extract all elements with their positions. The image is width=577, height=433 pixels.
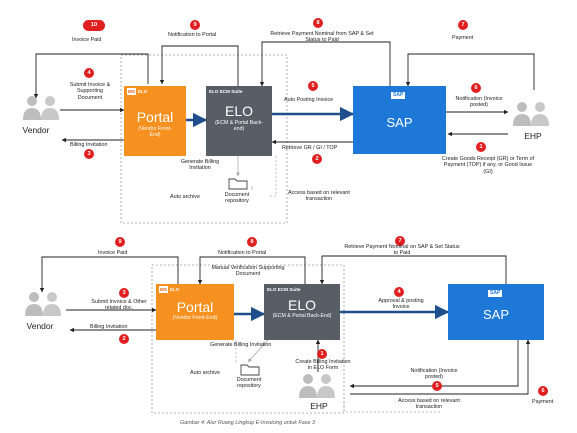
step-badge-b3: 3 — [119, 288, 129, 298]
access-label-top: Access based on relevant transaction — [288, 190, 350, 203]
step-label-b-submit-invoice: Submit Invoice & Other related doc. — [91, 299, 147, 312]
sap-box-bottom: SAP SAP — [448, 284, 544, 340]
elo-subtitle: (ECM & Portal Back-end) — [215, 120, 263, 133]
portal-title-bottom: Portal — [176, 299, 214, 315]
auto-archive-label-top: Auto archive — [170, 194, 200, 200]
step-badge-b5: 5 — [432, 381, 442, 391]
step-badge-4: 4 — [84, 68, 94, 78]
auto-archive-label-bottom: Auto archive — [190, 370, 220, 376]
step-label-create-gr: Create Goods Receipt (GR) or Term of Pay… — [441, 156, 535, 175]
sap-box-top: SAP SAP — [353, 86, 446, 154]
step-label-payment: Payment — [452, 35, 474, 41]
step-label-notification-posted: Notification (Invoice posted) — [455, 96, 503, 109]
sap-title: SAP — [386, 115, 413, 130]
step-badge-b4: 4 — [394, 287, 404, 297]
step-badge-b9: 9 — [115, 237, 125, 247]
step-label-submit-invoice: Submit Invoice & Supporting Document — [69, 82, 111, 101]
step-label-b-notification-portal: Notification to Portal — [218, 250, 267, 256]
step-label-b-retrieve-payment: Retrieve Payment Nominal on SAP & Set St… — [344, 244, 460, 257]
step-label-invoice-paid: Invoice Paid — [72, 37, 102, 43]
folder-icon — [228, 178, 248, 190]
step-label-auto-posting: Auto Posting Invoice — [284, 97, 334, 103]
step-label-b-notification-posted: Notification (Invoice posted) — [410, 368, 458, 381]
elo-title: ELO — [224, 103, 253, 119]
access-label-bottom: Access based on relevant transaction — [398, 398, 460, 411]
step-label-b-approval: Approval & posting Invoice — [378, 298, 424, 311]
step-badge-b1: 1 — [317, 349, 327, 359]
step-badge-5: 5 — [308, 81, 318, 91]
sap-logo-bottom: SAP — [488, 290, 503, 297]
step-badge-b2: 2 — [119, 334, 129, 344]
generate-billing-label-top: Generate Billing Invitation — [180, 159, 220, 172]
step-badge-9: 9 — [190, 20, 200, 30]
vendor-label-top: Vendor — [22, 125, 50, 135]
figure-caption: Gambar 4: Alur Ruang Lingkup E-Invoicing… — [180, 420, 315, 426]
generate-billing-label-bottom: Generate Billing Invitation — [210, 342, 272, 348]
step-badge-6: 6 — [471, 83, 481, 93]
step-label-notification-portal: Notification to Portal — [168, 32, 217, 38]
step-label-billing-invitation: Billing Invitation — [70, 142, 108, 148]
elo-title-bottom: ELO — [287, 297, 316, 313]
repository-label-top: Document repository — [224, 192, 250, 205]
vendor-people-icon — [23, 96, 59, 120]
portal-title: Portal — [136, 109, 174, 125]
step-label-b-invoice-paid: Invoice Paid — [98, 250, 128, 256]
ehp-label-top: EHP — [524, 131, 542, 141]
elo-header-bottom: ELO ECM Suite — [267, 287, 301, 292]
step-badge-b6: 6 — [538, 386, 548, 396]
elo-header: ELO ECM Suite — [209, 89, 243, 94]
step-label-retrieve-payment: Retrieve Payment Nominal from SAP & Set … — [270, 31, 374, 44]
step-badge-10: 10 — [83, 20, 105, 31]
repository-label-bottom: Document repository — [236, 377, 262, 390]
ehp-people-icon-bottom — [299, 374, 335, 398]
vendor-people-icon-bottom — [25, 292, 61, 316]
step-label-b-billing-invitation: Billing Invitation — [90, 324, 128, 330]
portal-subtitle: (Vendor Front-End) — [138, 126, 172, 139]
ehp-label-bottom: EHP — [310, 401, 328, 411]
step-badge-7: 7 — [458, 20, 468, 30]
step-badge-b7: 7 — [395, 236, 405, 246]
step-label-b-payment: Payment — [532, 399, 554, 405]
elo-box-bottom: ELO ECM Suite ELO (ECM & Portal Back-End… — [264, 284, 340, 340]
step-badge-b8: 8 — [247, 237, 257, 247]
step-badge-2: 2 — [312, 154, 322, 164]
elo-box-top: ELO ECM Suite ELO (ECM & Portal Back-end… — [206, 86, 272, 156]
step-label-retrieve-gr: Retrieve GR / GI / TOP — [282, 145, 338, 151]
sap-logo: SAP — [391, 92, 406, 99]
step-label-b-create-billing: Create Billing Invitation in ELO Form — [295, 359, 351, 372]
sap-title-bottom: SAP — [482, 307, 509, 322]
folder-icon-bottom — [240, 364, 260, 376]
step-badge-1: 1 — [476, 142, 486, 152]
elo-subtitle-bottom: (ECM & Portal Back-End) — [272, 313, 332, 319]
step-badge-8: 8 — [313, 18, 323, 28]
ehp-people-icon — [513, 102, 549, 126]
manual-verification-label: Manual Verification Supporting Document — [211, 265, 285, 278]
step-badge-3: 3 — [84, 149, 94, 159]
portal-subtitle-bottom: (Vendor Front-End) — [172, 315, 218, 321]
vendor-label-bottom: Vendor — [26, 321, 54, 331]
